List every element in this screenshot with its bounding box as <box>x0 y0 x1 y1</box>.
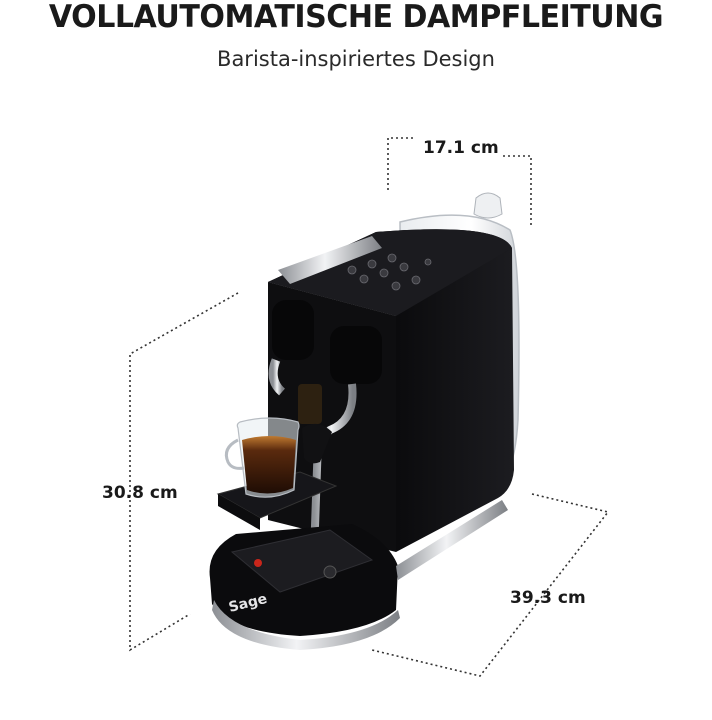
dimension-lines <box>129 137 610 677</box>
page-title: VOLLAUTOMATISCHE DAMPFLEITUNG <box>48 0 664 35</box>
button-icon <box>347 265 357 275</box>
button-icon <box>391 281 401 291</box>
button-icon <box>387 253 397 263</box>
drip-tray: Sage <box>209 500 508 650</box>
button-icon <box>359 274 369 284</box>
page-subtitle: Barista-inspiriertes Design <box>217 47 495 71</box>
depth-dimension-line <box>371 493 610 677</box>
button-icon <box>411 275 421 285</box>
drip-tray-indicator-icon <box>254 559 262 567</box>
control-panel <box>347 253 432 291</box>
depth-dimension-label: 39.3 cm <box>510 588 586 608</box>
espresso-cup-icon <box>224 417 300 498</box>
width-dimension-line <box>387 137 416 190</box>
button-icon <box>399 262 409 272</box>
button-icon <box>367 259 377 269</box>
width-dimension-line-right <box>503 155 532 225</box>
coffee-spout <box>268 300 382 424</box>
height-dimension-line <box>129 292 239 652</box>
button-icon <box>379 268 389 278</box>
steam-wand <box>302 383 357 556</box>
width-dimension-label: 17.1 cm <box>423 138 499 158</box>
button-icon <box>424 258 432 266</box>
height-dimension-label: 30.8 cm <box>102 483 178 503</box>
